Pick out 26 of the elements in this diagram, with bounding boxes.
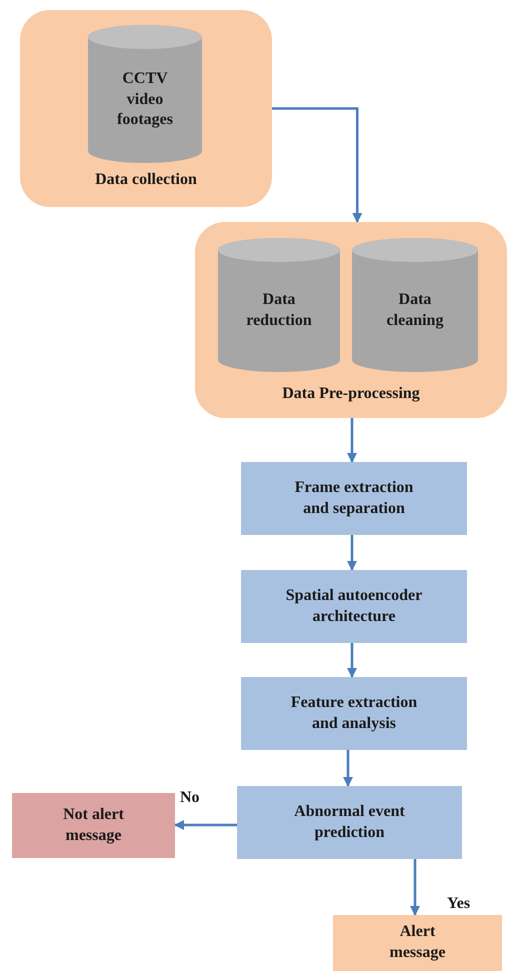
- box-label: Not alert message: [62, 804, 125, 846]
- box-label: Frame extraction and separation: [294, 478, 414, 518]
- group-panel: [20, 10, 272, 207]
- arrow: [347, 643, 357, 678]
- arrow: [174, 820, 237, 830]
- process-box: [241, 677, 467, 750]
- box-label: Abnormal event prediction: [293, 802, 406, 842]
- cylinder-label: Data reduction: [245, 290, 313, 331]
- box-label: Feature extraction and analysis: [290, 692, 418, 734]
- box-label: Spatial autoencoder architecture: [284, 586, 424, 626]
- arrow: [410, 859, 420, 916]
- cylinder-label: CCTV video footages: [116, 68, 174, 130]
- box-label: Alert message: [388, 922, 446, 963]
- group-title: Data collection: [94, 170, 198, 190]
- process-box: [333, 915, 502, 971]
- group-title: Data Pre-processing: [281, 384, 421, 404]
- process-box: [237, 786, 462, 859]
- arrow: [347, 535, 357, 571]
- arrow: [347, 418, 357, 463]
- cylinder-label: Data cleaning: [386, 290, 444, 331]
- arrow: [272, 107, 362, 223]
- arrow: [343, 750, 353, 787]
- process-box: [241, 570, 467, 643]
- process-box: [12, 793, 175, 858]
- group-panel: [195, 222, 507, 418]
- process-box: [241, 462, 467, 535]
